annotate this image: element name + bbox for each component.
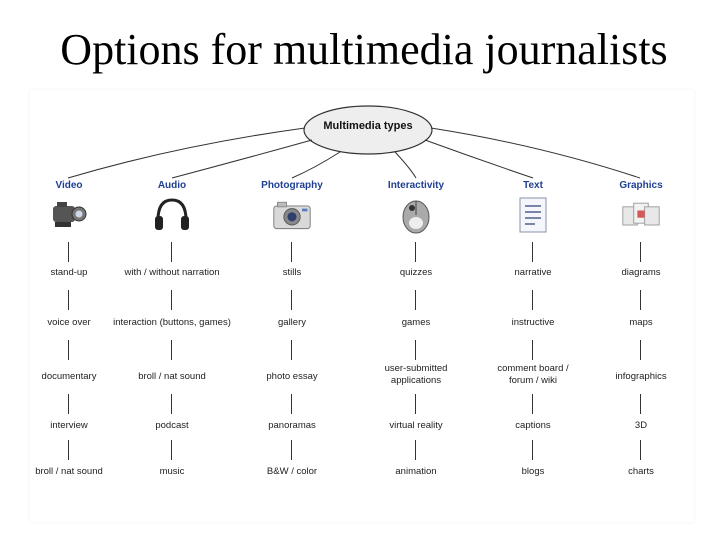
connector-photography	[291, 151, 341, 179]
list-item: charts	[628, 466, 654, 477]
list-item: captions	[515, 420, 551, 431]
connector-interactivity	[394, 151, 417, 179]
list-item: with / without narration	[124, 267, 220, 278]
list-item: B&W / color	[266, 466, 318, 477]
list-item: panoramas	[268, 420, 316, 431]
column-heading: Interactivity	[387, 180, 445, 191]
document-icon	[513, 194, 553, 236]
list-item: user-submitted applications	[384, 363, 448, 386]
page-title: Options for multimedia journalists	[60, 25, 668, 74]
connector-video	[67, 127, 306, 179]
column-heading: Video	[55, 180, 83, 191]
list-item: broll / nat sound	[35, 466, 103, 477]
list-item: interview	[50, 420, 88, 431]
list-item: 3D	[634, 420, 648, 431]
connector-text	[424, 139, 534, 179]
root-label: Multimedia types	[323, 120, 413, 132]
list-item: documentary	[41, 371, 97, 382]
list-item: blogs	[521, 466, 545, 477]
connector-graphics	[430, 127, 641, 179]
list-item: narrative	[514, 267, 552, 278]
list-item: podcast	[155, 420, 189, 431]
list-item: photo essay	[266, 371, 318, 382]
mouse-icon	[396, 194, 436, 236]
column-heading: Graphics	[619, 180, 663, 191]
column-heading: Photography	[261, 180, 323, 191]
list-item: comment board / forum / wiki	[497, 363, 569, 386]
list-item: stills	[282, 267, 302, 278]
list-item: gallery	[278, 317, 306, 328]
camera-icon	[272, 194, 312, 236]
list-item: maps	[629, 317, 653, 328]
list-item: stand-up	[50, 267, 88, 278]
root-node	[303, 105, 433, 155]
list-item: instructive	[511, 317, 555, 328]
column-heading: Text	[523, 180, 543, 191]
list-item: voice over	[47, 317, 91, 328]
headphones-icon	[152, 194, 192, 236]
list-item: games	[401, 317, 431, 328]
list-item: virtual reality	[389, 420, 443, 431]
list-item: infographics	[615, 371, 667, 382]
connector-audio	[171, 139, 313, 179]
list-item: music	[159, 466, 185, 477]
graphics-icon	[621, 194, 661, 236]
list-item: broll / nat sound	[138, 371, 206, 382]
list-item: diagrams	[621, 267, 661, 278]
video-camera-icon	[49, 194, 89, 236]
column-heading: Audio	[157, 180, 187, 191]
list-item: animation	[395, 466, 437, 477]
list-item: quizzes	[399, 267, 433, 278]
diagram-panel	[30, 90, 694, 522]
list-item: interaction (buttons, games)	[113, 317, 231, 328]
